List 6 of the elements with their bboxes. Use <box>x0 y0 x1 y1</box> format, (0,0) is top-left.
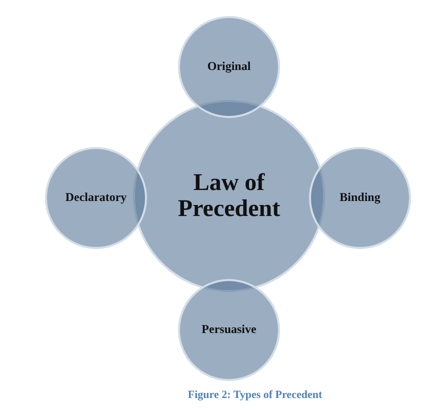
circle-label: Binding <box>340 191 380 205</box>
figure-caption: Figure 2: Types of Precedent <box>186 389 324 401</box>
circle-label: Law of Precedent <box>176 170 282 222</box>
circle-label: Declaratory <box>65 191 127 205</box>
circle-label: Persuasive <box>202 323 256 337</box>
circle-label: Original <box>207 60 251 74</box>
